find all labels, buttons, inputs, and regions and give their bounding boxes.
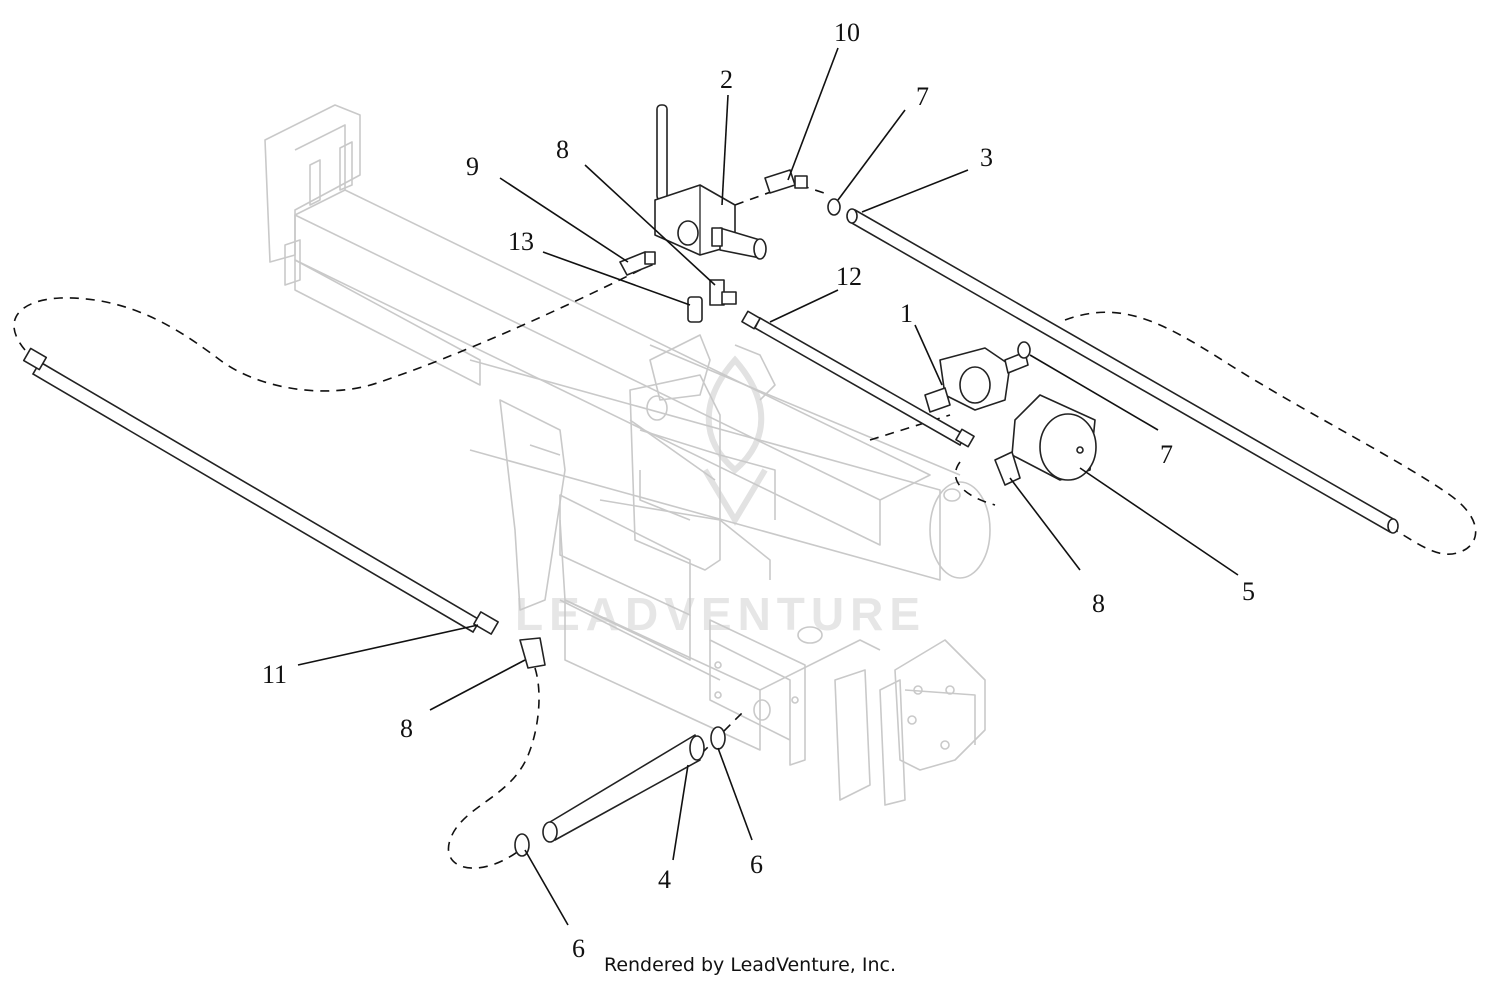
filter-head: [924, 347, 1029, 413]
callout-8-top: 8: [556, 135, 569, 164]
clamp-7-right: [1017, 341, 1031, 359]
callout-6-upper: 6: [750, 850, 763, 879]
callout-13: 13: [508, 227, 534, 256]
callout-12: 12: [836, 262, 862, 291]
hose-3: [846, 208, 1399, 534]
callout-10: 10: [834, 18, 860, 47]
callout-4: 4: [658, 865, 671, 894]
hose-4: [542, 734, 705, 843]
filter-element: [1011, 394, 1097, 481]
clamp-6-upper: [710, 726, 726, 750]
fitting-10: [764, 169, 808, 194]
callout-3: 3: [980, 143, 993, 172]
fitting-8-lower: [519, 637, 546, 669]
callout-11: 11: [262, 660, 287, 689]
fitting-8-filter: [994, 451, 1021, 486]
watermark-text: LEADVENTURE: [515, 588, 926, 640]
splitter-frame: [264, 104, 991, 806]
fitting-8-tee: [709, 279, 737, 306]
callout-7-right: 7: [1160, 440, 1173, 469]
callout-2: 2: [720, 65, 733, 94]
callout-labels: 10 2 7 3 9 8 13 12 1 7 8 5 11 8 4 6 6: [262, 18, 1255, 963]
callout-1: 1: [900, 299, 913, 328]
clamp-7-top: [827, 198, 841, 216]
callout-6-lower: 6: [572, 934, 585, 963]
leader-lines: [297, 47, 1239, 926]
callout-8-lower: 8: [400, 714, 413, 743]
hose-12: [741, 310, 975, 448]
hose-11: [22, 347, 499, 635]
watermark-logo: LEADVENTURE: [515, 355, 926, 640]
callout-5: 5: [1242, 577, 1255, 606]
render-credit: Rendered by LeadVenture, Inc.: [603, 954, 897, 976]
fitting-9: [619, 251, 656, 276]
callout-9: 9: [466, 152, 479, 181]
callout-7-top: 7: [916, 82, 929, 111]
fitting-13: [687, 296, 703, 323]
callout-8-filter: 8: [1092, 589, 1105, 618]
control-valve: [654, 104, 767, 260]
